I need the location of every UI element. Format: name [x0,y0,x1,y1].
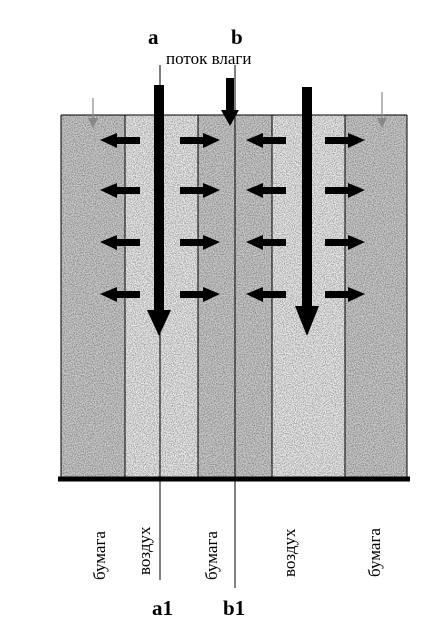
flow-title: поток влаги [166,49,252,68]
small-down-arrow-right [377,92,387,128]
vertical-flow-arrow-1 [147,85,171,336]
vertical-flow-arrow-3 [295,87,319,336]
layer-label-paper-1: бумага [90,531,109,580]
layer-label-paper-3: бумага [365,528,384,577]
label-a: a [148,25,159,49]
arrow-right-row1-col4 [325,133,365,148]
arrow-right-row1-col2 [180,133,220,148]
layer-label-air-2: воздух [280,528,299,577]
arrow-right-row2-col2 [180,183,220,198]
arrow-right-row2-col4 [325,183,365,198]
arrow-right-row3-col2 [180,235,220,250]
arrow-right-row4-col2 [180,287,220,302]
small-down-arrow-left [88,98,98,128]
arrow-left-row4-col3 [246,287,286,302]
arrow-right-row3-col4 [325,235,365,250]
arrow-right-row4-col4 [325,287,365,302]
vertical-flow-arrow-2 [221,78,239,126]
arrow-left-row3-col3 [246,235,286,250]
layer-label-air-1: воздух [135,526,154,575]
arrow-left-row3-col1 [100,235,140,250]
label-b1: b1 [223,596,245,620]
layer-label-paper-2: бумага [202,531,221,580]
arrow-left-row1-col1 [100,133,140,148]
label-b: b [231,25,243,49]
arrow-left-row4-col1 [100,287,140,302]
arrow-left-row1-col3 [246,133,286,148]
arrow-left-row2-col1 [100,183,140,198]
arrow-left-row2-col3 [246,183,286,198]
label-a1: a1 [152,596,173,620]
